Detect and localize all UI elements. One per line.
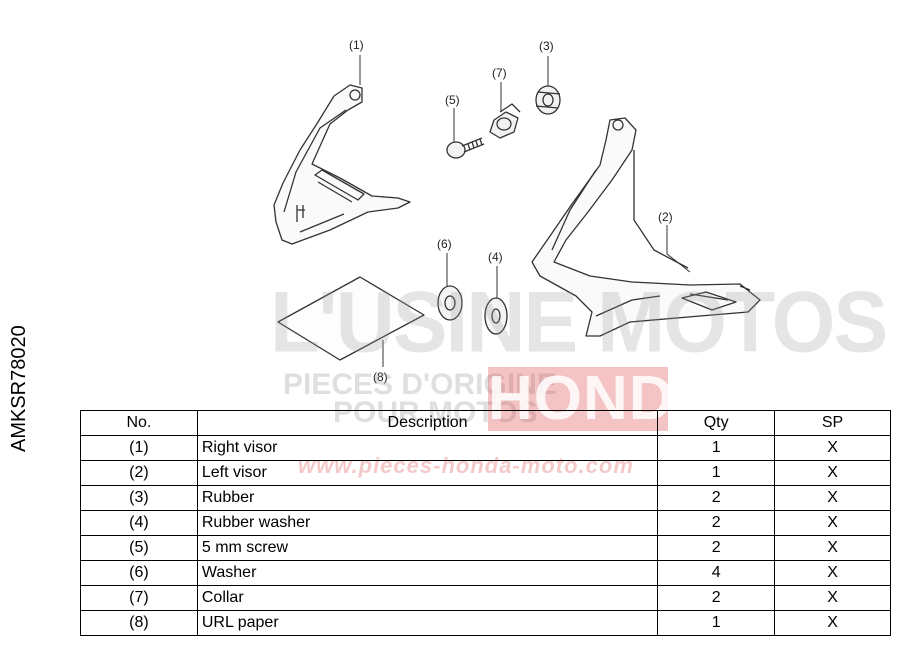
table-row: (4) Rubber washer 2 X — [80, 510, 891, 536]
table-row: (3) Rubber 2 X — [80, 485, 891, 511]
screw-drawing — [446, 137, 485, 159]
row-description: Right visor — [196, 435, 659, 461]
row-no: (8) — [80, 610, 198, 636]
callout-1: (1) — [349, 38, 364, 52]
callout-6: (6) — [437, 237, 452, 251]
row-sp: X — [774, 435, 891, 461]
row-sp: X — [774, 560, 891, 586]
row-description: Left visor — [196, 460, 659, 486]
callout-8: (8) — [373, 370, 388, 384]
header-qty: Qty — [657, 410, 776, 436]
row-no: (7) — [80, 585, 198, 611]
row-no: (5) — [80, 535, 198, 561]
parts-diagram: (1) (3) (7) (5) (2) (6) (4) (8) — [273, 38, 761, 384]
row-qty: 2 — [657, 585, 776, 611]
row-no: (3) — [80, 485, 198, 511]
callout-leaders — [359, 55, 691, 367]
row-description: Collar — [196, 585, 659, 611]
row-qty: 2 — [657, 535, 776, 561]
row-sp: X — [774, 585, 891, 611]
callout-4: (4) — [488, 250, 503, 264]
row-description: Washer — [196, 560, 659, 586]
row-qty: 4 — [657, 560, 776, 586]
row-sp: X — [774, 535, 891, 561]
table-row: (6) Washer 4 X — [80, 560, 891, 586]
table-row: (2) Left visor 1 X — [80, 460, 891, 486]
callout-7: (7) — [492, 66, 507, 80]
row-sp: X — [774, 460, 891, 486]
row-qty: 2 — [657, 510, 776, 536]
table-row: (1) Right visor 1 X — [80, 435, 891, 461]
rubber-drawing — [535, 85, 561, 115]
row-no: (1) — [80, 435, 198, 461]
callout-3: (3) — [539, 39, 554, 53]
row-qty: 1 — [657, 435, 776, 461]
table-header-row: No. Description Qty SP — [80, 410, 891, 436]
row-description: 5 mm screw — [196, 535, 659, 561]
table-row: (7) Collar 2 X — [80, 585, 891, 611]
row-description: Rubber — [196, 485, 659, 511]
row-no: (6) — [80, 560, 198, 586]
header-sp: SP — [774, 410, 891, 436]
row-qty: 2 — [657, 485, 776, 511]
header-description: Description — [196, 410, 659, 436]
row-sp: X — [774, 485, 891, 511]
row-qty: 1 — [657, 610, 776, 636]
washer-drawing — [437, 285, 463, 321]
row-no: (2) — [80, 460, 198, 486]
row-sp: X — [774, 610, 891, 636]
table-row: (5) 5 mm screw 2 X — [80, 535, 891, 561]
row-description: URL paper — [196, 610, 659, 636]
row-sp: X — [774, 510, 891, 536]
right-visor-drawing — [273, 84, 411, 245]
table-row: (8) URL paper 1 X — [80, 610, 891, 636]
left-visor-drawing — [531, 117, 761, 337]
url-paper-drawing — [277, 276, 425, 361]
collar-drawing — [489, 103, 521, 139]
header-no: No. — [80, 410, 198, 436]
rubber-washer-drawing — [484, 297, 508, 335]
callout-5: (5) — [445, 93, 460, 107]
parts-table: No. Description Qty SP (1) Right visor 1… — [80, 410, 891, 636]
row-qty: 1 — [657, 460, 776, 486]
callout-2: (2) — [658, 210, 673, 224]
row-no: (4) — [80, 510, 198, 536]
row-description: Rubber washer — [196, 510, 659, 536]
